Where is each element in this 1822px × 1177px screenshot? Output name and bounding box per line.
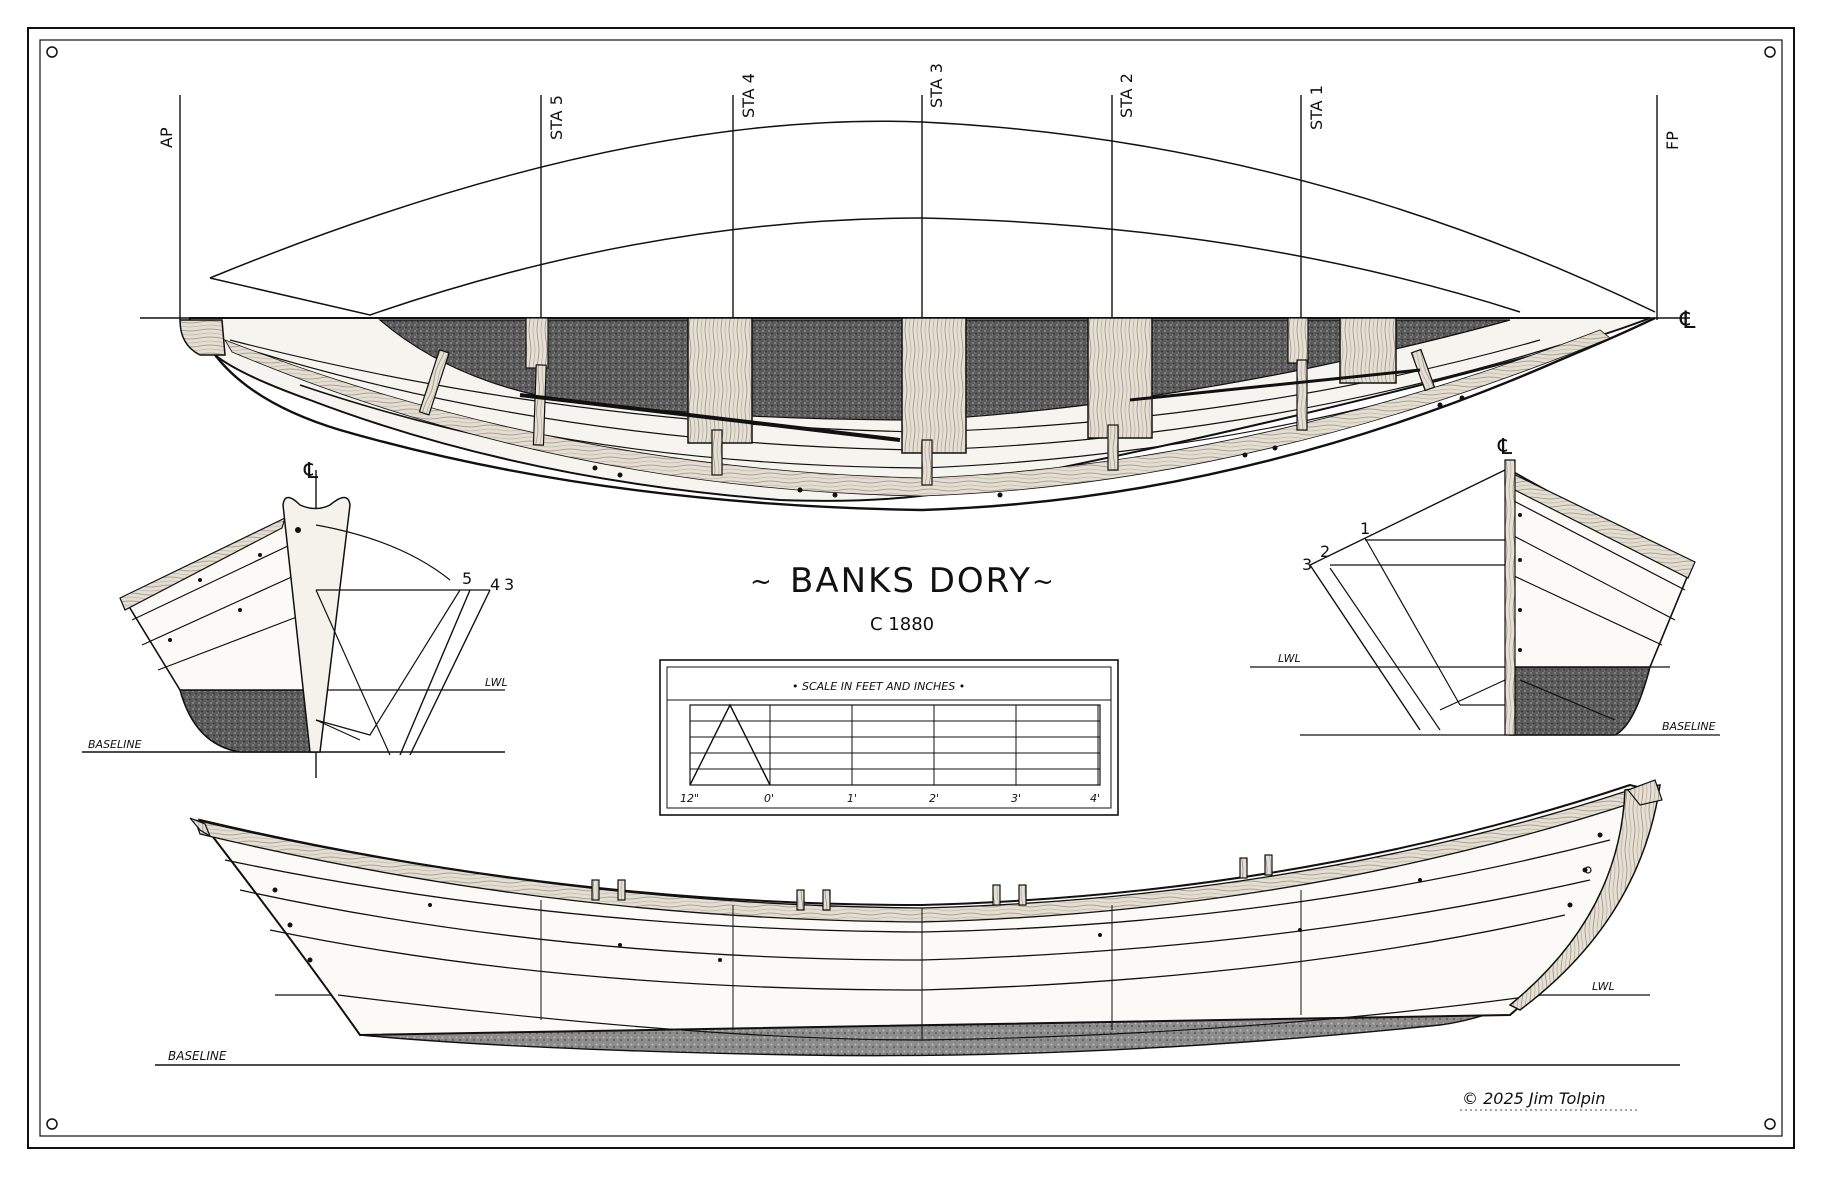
station-label-sta4: STA 4 — [739, 73, 758, 118]
bow-station-3: 3 — [1302, 555, 1312, 574]
drawing-title: BANKS DORY — [790, 561, 1032, 601]
title-decor-left: ~ — [750, 567, 774, 597]
station-label-sta3: STA 3 — [927, 63, 946, 108]
bow-centerline-symbol: ℄ — [1497, 435, 1513, 460]
plan-hull-interior — [179, 316, 1656, 512]
stern-baseline-label: BASELINE — [88, 738, 142, 751]
station-label-ap: AP — [157, 127, 176, 148]
station-label-sta5: STA 5 — [547, 95, 566, 140]
stern-station-5: 5 — [462, 569, 472, 588]
sheet-border — [27, 27, 1795, 1149]
copyright-credit: © 2025 Jim Tolpin — [1462, 1089, 1606, 1108]
profile-baseline-label: BASELINE — [168, 1049, 227, 1063]
chine-half-breadth — [209, 217, 1521, 316]
scale-tick-0: 0' — [764, 792, 774, 805]
scale-box — [659, 659, 1119, 816]
title-decor-right: ~ — [1032, 567, 1056, 597]
station-labels: AP STA 5 STA 4 STA 3 STA 2 STA 1 FP ℄ — [157, 63, 1696, 334]
plan-centerline-symbol: ℄ — [1679, 306, 1696, 334]
scale-tick-2: 2' — [929, 792, 939, 805]
scale-tick-3: 3' — [1011, 792, 1021, 805]
stern-station-4: 4 — [490, 575, 500, 594]
thwart-sta1 — [1287, 317, 1309, 364]
scale-tick-1: 1' — [847, 792, 857, 805]
bow-lwl-label: LWL — [1278, 652, 1301, 665]
title-block: ~ BANKS DORY ~ C 1880 — [750, 561, 1056, 635]
bow-baseline-label: BASELINE — [1662, 720, 1716, 733]
bow-section-labels: ℄ 3 2 1 LWL BASELINE — [1278, 435, 1716, 733]
station-label-sta1: STA 1 — [1307, 85, 1326, 130]
thwart-sta5 — [525, 317, 549, 369]
drawing-date: C 1880 — [870, 614, 934, 635]
profile-view — [155, 779, 1680, 1066]
station-label-fp: FP — [1663, 131, 1682, 150]
station-label-sta2: STA 2 — [1117, 73, 1136, 118]
scale-tick-4: 4' — [1090, 792, 1100, 805]
stern-station-3: 3 — [504, 575, 514, 594]
stern-centerline-symbol: ℄ — [303, 459, 319, 484]
stern-section — [82, 470, 505, 778]
stern-lwl-label: LWL — [485, 676, 508, 689]
sheer-half-breadth — [209, 120, 1656, 313]
scale-tick-12in: 12" — [680, 792, 699, 805]
thwart-1 — [687, 317, 753, 444]
profile-view-labels: LWL BASELINE — [168, 980, 1615, 1063]
bow-section — [1250, 459, 1720, 736]
profile-lwl-label: LWL — [1592, 980, 1615, 993]
thwart-3 — [1087, 317, 1153, 439]
scale-title: • SCALE IN FEET AND INCHES • — [792, 680, 965, 693]
scale-box-labels: • SCALE IN FEET AND INCHES • 12" 0' 1' 2… — [680, 680, 1100, 805]
bow-station-2: 2 — [1320, 542, 1330, 561]
thwart-2 — [901, 317, 967, 454]
bow-station-1: 1 — [1360, 519, 1370, 538]
credit-block: © 2025 Jim Tolpin — [1460, 1089, 1640, 1111]
stern-section-labels: ℄ 5 4 3 LWL BASELINE — [88, 459, 514, 751]
